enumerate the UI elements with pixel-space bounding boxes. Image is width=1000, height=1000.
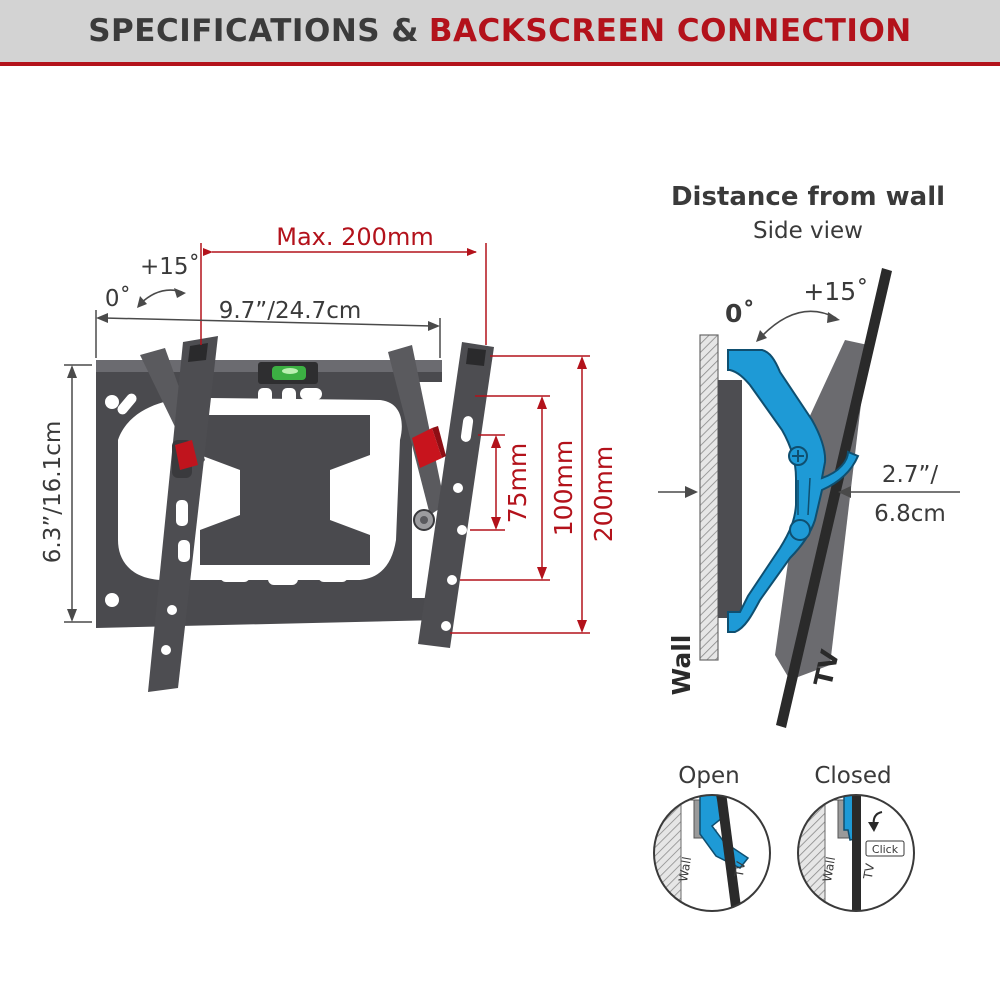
side-bracket xyxy=(727,349,860,633)
lock-open-label: Open xyxy=(678,763,739,789)
lock-open-tv-label: TV xyxy=(732,860,749,879)
header-title-part1: SPECIFICATIONS & xyxy=(88,13,419,49)
mount-tilt-max-label: +15˚ xyxy=(140,253,200,280)
tv-screen xyxy=(776,268,892,728)
side-tilt-indicator: 0˚ +15˚ xyxy=(725,277,869,342)
vesa-100-label: 100mm xyxy=(549,440,578,536)
mount-tilt-min-label: 0˚ xyxy=(105,285,131,312)
plate-height-label: 6.3”/16.1cm xyxy=(40,421,66,564)
max-width-label: Max. 200mm xyxy=(276,223,433,251)
distance-label-line1: 2.7”/ xyxy=(882,462,938,488)
tv-back-panel xyxy=(775,340,868,680)
lock-click-label: Click xyxy=(872,843,899,856)
plate-width-dimension: 9.7”/24.7cm xyxy=(95,298,441,358)
side-tilt-max-label: +15˚ xyxy=(803,277,868,306)
side-view-title: Distance from wall xyxy=(671,182,945,212)
lock-open-wall-label: Wall xyxy=(676,856,694,883)
header-title-part2: BACKSCREEN CONNECTION xyxy=(428,13,912,49)
lock-closed-wall-label: Wall xyxy=(820,856,838,883)
lock-closed-view: Click Wall TV xyxy=(797,794,915,912)
lock-detail: Open Closed Wall TV xyxy=(653,763,915,912)
wall-section xyxy=(699,334,719,661)
lock-closed-label: Closed xyxy=(814,763,891,789)
side-tilt-min-label: 0˚ xyxy=(725,299,755,328)
wall-plate xyxy=(96,360,442,628)
wall-mount-diagram: Max. 200mm 9.7”/24.7cm 6.3”/16.1cm +15˚ … xyxy=(40,223,618,692)
vesa-75-label: 75mm xyxy=(503,443,532,524)
mount-tilt-indicator: +15˚ 0˚ xyxy=(105,253,200,312)
distance-label-line2: 6.8cm xyxy=(874,501,946,527)
page-header: SPECIFICATIONS & BACKSCREEN CONNECTION xyxy=(0,0,1000,66)
bubble-level xyxy=(258,362,318,384)
side-wall-label: Wall xyxy=(667,635,696,696)
vesa-dimensions: 75mm 100mm 200mm xyxy=(450,355,618,634)
left-tv-bracket xyxy=(140,336,218,692)
side-wall-plate xyxy=(718,380,742,618)
lock-open-view: Wall TV xyxy=(653,794,771,912)
plate-width-label: 9.7”/24.7cm xyxy=(219,298,362,324)
wall-distance-dimension: 2.7”/ 6.8cm xyxy=(658,462,960,527)
right-tv-bracket xyxy=(388,342,494,648)
side-view-diagram: Distance from wall Side view 0˚ +15˚ xyxy=(658,182,960,728)
side-view-subtitle: Side view xyxy=(753,218,863,244)
max-width-dimension: Max. 200mm xyxy=(200,223,487,345)
lock-closed-tv-label: TV xyxy=(861,862,878,881)
plate-height-dimension: 6.3”/16.1cm xyxy=(40,364,92,623)
vesa-200-label: 200mm xyxy=(589,446,618,542)
